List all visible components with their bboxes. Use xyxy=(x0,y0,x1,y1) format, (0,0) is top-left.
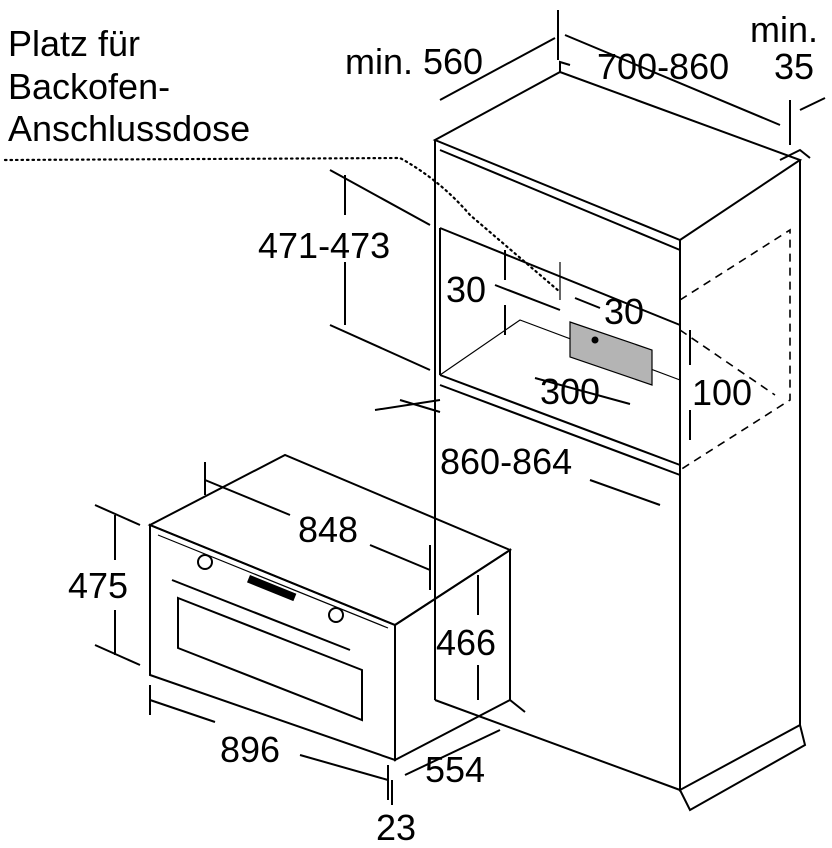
socket-height-label: 100 xyxy=(692,372,752,413)
oven xyxy=(147,453,526,762)
socket-note-line-1: Platz für xyxy=(8,23,140,64)
oven-depth-label: 554 xyxy=(425,749,485,790)
oven-body-width-label: 848 xyxy=(298,509,358,550)
socket-note-line-2: Backofen- xyxy=(8,66,170,107)
oven-front-width-label: 896 xyxy=(220,729,280,770)
socket-area xyxy=(569,321,653,386)
niche-height-label: 471-473 xyxy=(258,225,390,266)
oven-side-height-label: 466 xyxy=(436,622,496,663)
gap-min-label: min. xyxy=(750,9,818,50)
gap-min-value: 35 xyxy=(774,46,814,87)
niche-depth-min-label: min. 560 xyxy=(345,41,483,82)
socket-width-label: 300 xyxy=(540,371,600,412)
cabinet-depth-label: 700-860 xyxy=(597,46,729,87)
socket-offset-right-label: 30 xyxy=(604,291,644,332)
niche-width-label: 860-864 xyxy=(440,441,572,482)
oven-body-height-label: 475 xyxy=(68,565,128,606)
socket-leader xyxy=(3,156,562,294)
cabinet xyxy=(432,60,811,812)
socket-offset-left-label: 30 xyxy=(446,269,486,310)
dimension-lines xyxy=(94,10,826,805)
socket-point xyxy=(591,336,599,344)
front-panel-thickness-label: 23 xyxy=(376,807,416,848)
socket-note-line-3: Anschlussdose xyxy=(8,108,250,149)
